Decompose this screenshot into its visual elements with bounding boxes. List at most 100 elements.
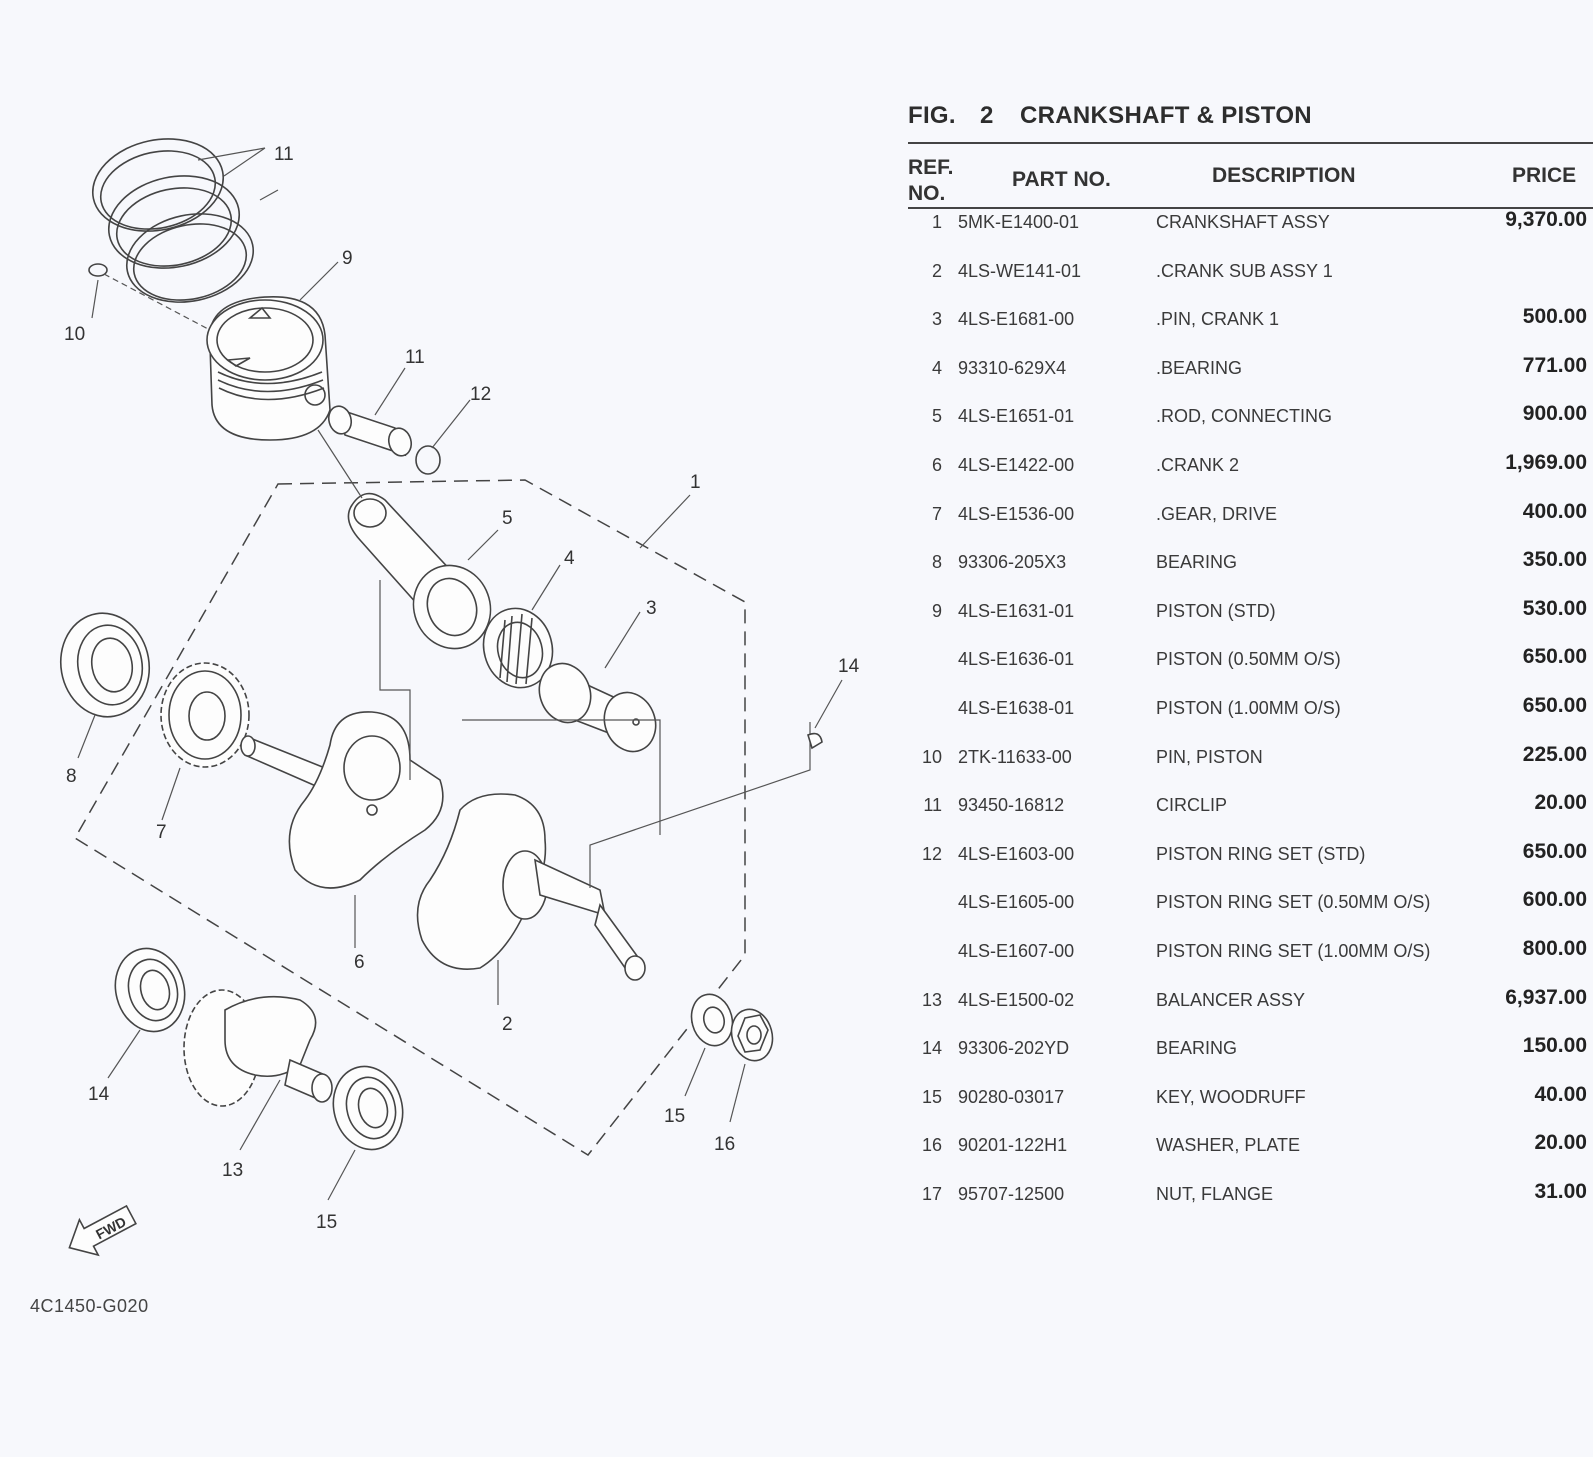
part-price: 40.00 <box>1534 1082 1587 1106</box>
callout-7: 7 <box>156 822 167 843</box>
callout-12: 11 <box>274 144 294 165</box>
part-description: .GEAR, DRIVE <box>1156 503 1278 524</box>
part-price: 350.00 <box>1522 548 1587 572</box>
part-number: 5MK-E1400-01 <box>958 212 1080 232</box>
part-price: 650.00 <box>1522 645 1587 669</box>
plate-washer <box>690 993 734 1047</box>
part-description: PISTON (STD) <box>1156 600 1276 621</box>
callout-3: 3 <box>646 598 657 619</box>
part-description: .CRANK 2 <box>1156 455 1240 475</box>
part-number: 2TK-11633-00 <box>958 746 1072 767</box>
part-description: BEARING <box>1156 1038 1238 1059</box>
circlip-left <box>88 263 108 277</box>
part-ref: 13 <box>921 989 942 1010</box>
part-number: 4LS-E1603-00 <box>958 843 1075 864</box>
part-price: 650.00 <box>1522 694 1587 717</box>
part-ref: 7 <box>931 503 942 524</box>
callout-11-right: 12 <box>470 384 491 405</box>
part-ref: 12 <box>921 843 942 864</box>
col-price: PRICE <box>1512 164 1577 187</box>
part-number: 4LS-E1536-00 <box>958 503 1075 524</box>
part-price: 500.00 <box>1522 305 1587 329</box>
part-description: NUT, FLANGE <box>1156 1184 1274 1204</box>
part-ref: 11 <box>923 795 942 816</box>
callout-17: 16 <box>714 1134 735 1155</box>
crank-2 <box>240 711 444 889</box>
part-price: 6,937.00 <box>1505 985 1587 1009</box>
crank-sub-assy-1 <box>416 793 646 981</box>
table-row: 7 4LS-E1536-00 .GEAR, DRIVE 400.00 <box>908 500 1593 534</box>
bearing-8 <box>59 612 151 718</box>
part-description: PISTON (0.50MM O/S) <box>1156 649 1341 670</box>
part-description: CIRCLIP <box>1156 795 1228 816</box>
part-price: 20.00 <box>1534 791 1587 815</box>
woodruff-key <box>807 732 823 750</box>
part-description: PISTON RING SET (0.50MM O/S) <box>1156 892 1431 913</box>
part-price: 650.00 <box>1522 839 1587 863</box>
column-header-rule <box>908 207 1593 209</box>
part-ref: 14 <box>921 1038 942 1059</box>
part-number: 90280-03017 <box>958 1086 1065 1107</box>
part-description: .ROD, CONNECTING <box>1156 406 1333 427</box>
figure-label: FIG. <box>908 102 956 129</box>
exploded-diagram: 11 9 10 11 12 1 5 4 3 14 8 7 6 2 14 15 1… <box>59 138 860 1257</box>
callout-6: 6 <box>354 952 365 973</box>
part-number: 4LS-E1500-02 <box>958 989 1075 1010</box>
part-ref: 4 <box>931 357 942 378</box>
part-number: 4LS-E1681-00 <box>958 309 1075 330</box>
part-ref: 2 <box>931 260 942 281</box>
part-price: 1,969.00 <box>1505 451 1587 474</box>
part-description: BALANCER ASSY <box>1156 989 1306 1010</box>
part-number: 4LS-E1631-01 <box>958 600 1075 621</box>
callout-14-left: 14 <box>88 1084 110 1105</box>
callout-11-left: 10 <box>64 324 85 345</box>
part-ref: 15 <box>921 1086 942 1107</box>
part-ref: 5 <box>931 406 942 427</box>
col-description: DESCRIPTION <box>1212 164 1356 187</box>
part-number: 4LS-E1607-00 <box>958 941 1075 961</box>
crankshaft-assy-boundary <box>73 479 746 1156</box>
part-price: 600.00 <box>1522 888 1587 912</box>
part-number: 93306-205X3 <box>958 552 1067 573</box>
part-price: 150.00 <box>1522 1034 1587 1058</box>
part-ref: 1 <box>931 212 942 232</box>
figure-number: 2 <box>980 102 994 129</box>
balancer-assy <box>183 989 333 1107</box>
part-number: 90201-122H1 <box>958 1135 1068 1156</box>
part-description: BEARING <box>1156 552 1238 573</box>
part-ref: 10 <box>921 746 942 767</box>
part-price: 31.00 <box>1534 1180 1587 1203</box>
part-description: .BEARING <box>1156 357 1243 378</box>
part-price: 20.00 <box>1534 1131 1587 1155</box>
callout-5: 5 <box>502 508 513 529</box>
bearing-14-right <box>332 1065 404 1151</box>
callout-2: 2 <box>502 1014 513 1035</box>
part-ref: 16 <box>921 1135 942 1156</box>
col-part-no: PART NO. <box>1012 168 1111 191</box>
part-number: 95707-12500 <box>958 1184 1065 1204</box>
part-description: PISTON RING SET (STD) <box>1156 843 1366 864</box>
flange-nut <box>730 1008 774 1062</box>
forward-arrow-icon: FWD <box>68 1204 137 1257</box>
part-price: 400.00 <box>1522 499 1587 523</box>
part-ref: 6 <box>931 455 942 475</box>
piston <box>206 296 331 441</box>
callout-8: 8 <box>66 766 77 787</box>
piston-rings <box>91 138 255 303</box>
callout-16: 15 <box>664 1106 685 1127</box>
col-ref: REF. <box>908 156 954 179</box>
